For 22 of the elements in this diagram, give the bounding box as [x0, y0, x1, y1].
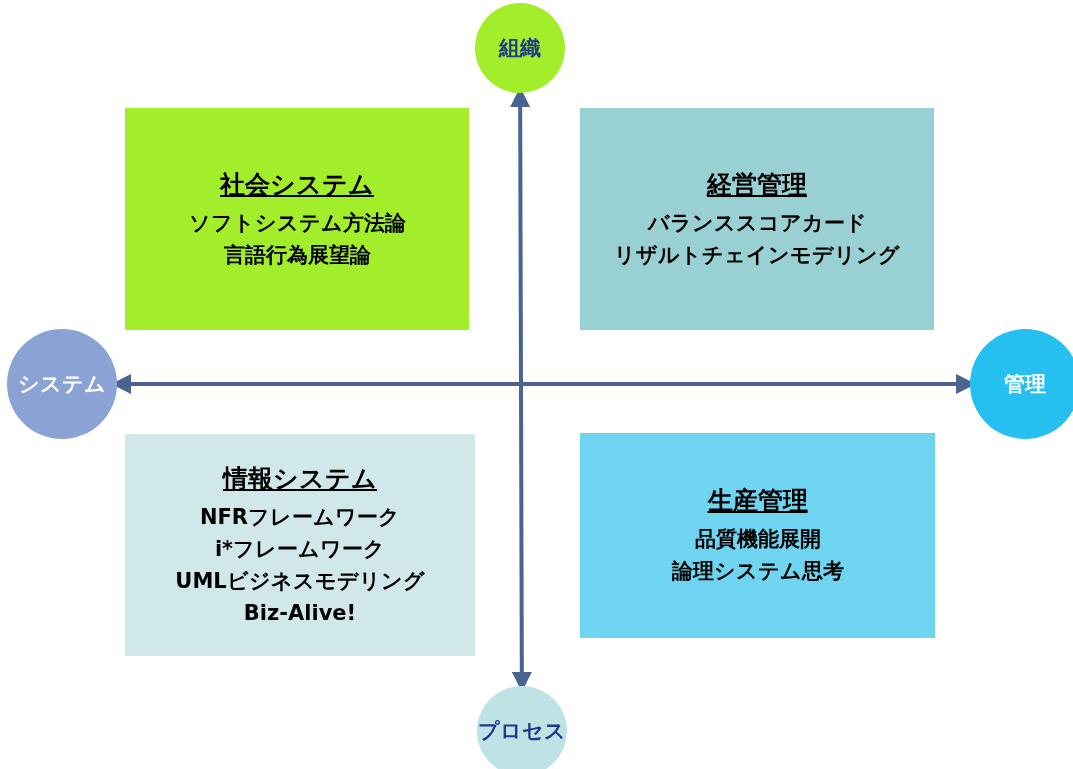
axis-label: プロセス — [478, 718, 566, 745]
method-name: リザルトチェインモデリング — [614, 241, 900, 269]
method-name: バランススコアカード — [647, 209, 867, 237]
method-name: 品質機能展開 — [694, 526, 821, 553]
method-name: i*フレームワーク — [214, 535, 386, 563]
method-name: NFRフレームワーク — [199, 503, 401, 531]
quadrant-heading: 生産管理 — [707, 485, 808, 517]
quadrant-heading: 情報システム — [223, 462, 377, 495]
axis-label: 組織 — [499, 35, 541, 62]
quadrant-heading: 経営管理 — [707, 168, 807, 201]
method-name: 論理システム思考 — [671, 558, 844, 585]
quadrant-panel — [580, 108, 934, 330]
quadrant-panel — [580, 433, 935, 638]
method-name: 言語行為展望論 — [223, 241, 371, 269]
method-name: Biz-Alive! — [243, 599, 357, 627]
quadrant-panel — [125, 108, 469, 330]
quadrant-heading: 社会システム — [220, 168, 374, 201]
quadrant-panel — [125, 434, 475, 656]
axis-label: システム — [18, 371, 106, 398]
axis-label: 管理 — [1004, 371, 1046, 398]
method-name: UMLビジネスモデリング — [175, 567, 425, 595]
method-name: ソフトシステム方法論 — [188, 209, 406, 237]
